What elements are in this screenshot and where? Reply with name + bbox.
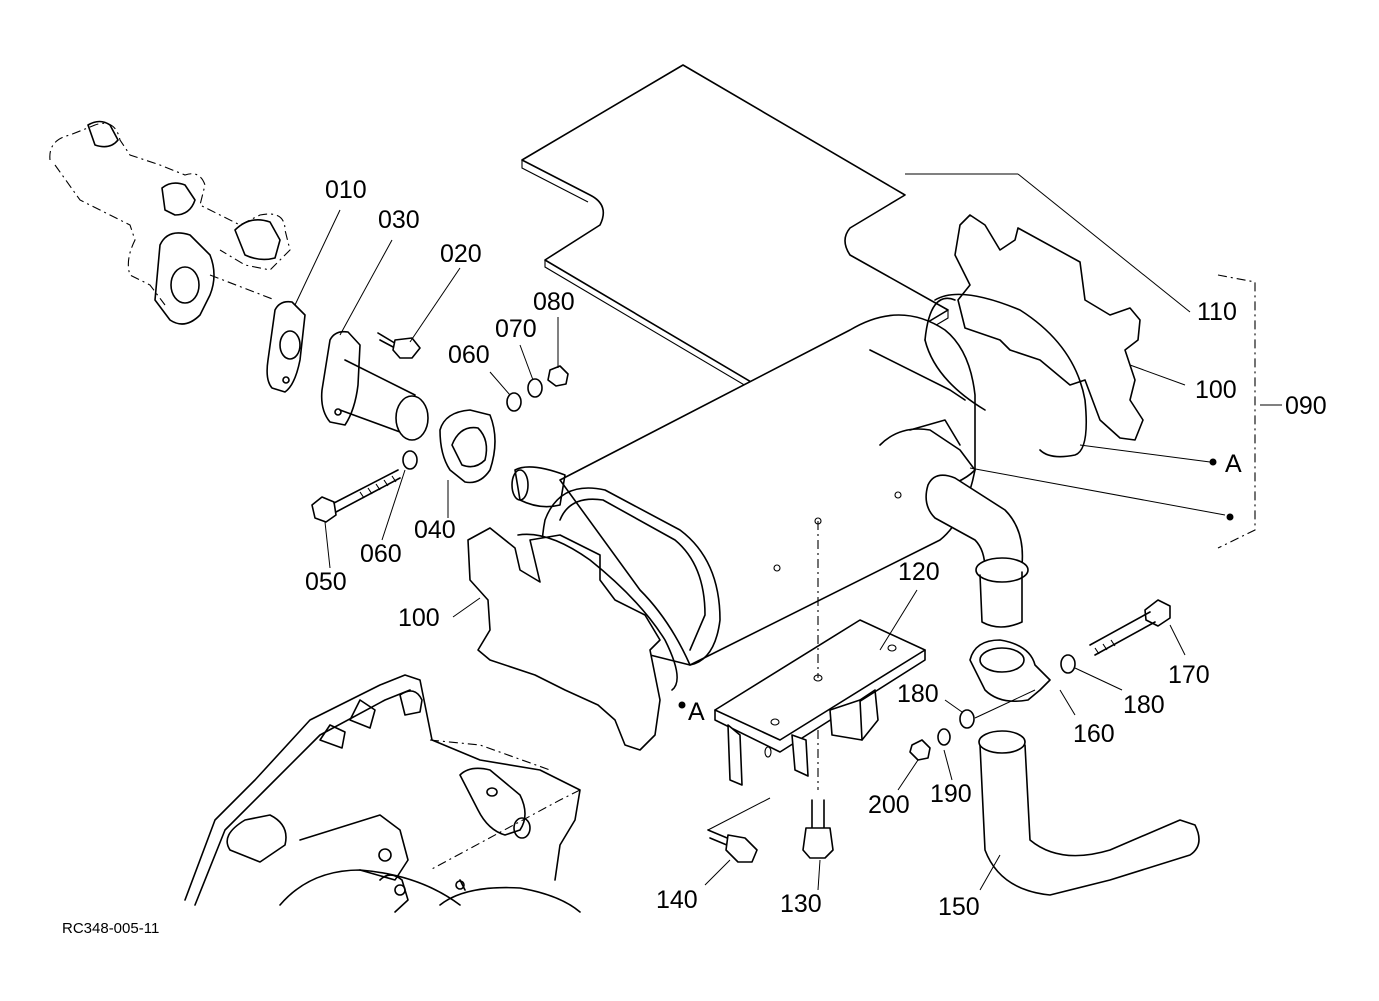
marker-a-left: A (688, 698, 705, 726)
clamp-160 (969, 639, 1051, 703)
bolt-020 (377, 332, 421, 359)
drawing-code: RC348-005-11 (62, 920, 159, 937)
clamp-040 (439, 409, 496, 484)
adapter-pipe-030 (320, 330, 429, 441)
reference-point-outlet (1226, 513, 1234, 521)
bolt-170 (1089, 599, 1171, 656)
callout-010: 010 (325, 176, 367, 204)
reference-point-a-left (678, 701, 686, 709)
transmission-housing (184, 674, 581, 913)
callout-190: 190 (930, 780, 972, 808)
muffler-guard-100-right (924, 214, 1144, 458)
marker-a-right: A (1225, 450, 1242, 478)
callout-110: 110 (1197, 298, 1237, 326)
callout-100-left: 100 (398, 604, 440, 632)
callout-170: 170 (1168, 661, 1210, 689)
bolt-140 (707, 797, 771, 863)
bolt-050 (311, 450, 418, 523)
gasket-010 (266, 300, 306, 393)
callout-130: 130 (780, 890, 822, 918)
callout-100-right: 100 (1195, 376, 1237, 404)
muffler-guard-100-left (467, 527, 686, 751)
callout-150: 150 (938, 893, 980, 921)
callout-070: 070 (495, 315, 537, 343)
group-label-090: 090 (1285, 392, 1327, 420)
callout-160: 160 (1073, 720, 1115, 748)
callout-200: 200 (868, 791, 910, 819)
washers-nut-stack (909, 654, 1076, 761)
callout-080: 080 (533, 288, 575, 316)
leader-lines (294, 173, 1282, 891)
bolt-130 (802, 799, 834, 859)
group-bracket-090 (1217, 274, 1256, 549)
callout-180-right: 180 (1123, 691, 1165, 719)
callout-030: 030 (378, 206, 420, 234)
callout-120: 120 (898, 558, 940, 586)
callout-040: 040 (414, 516, 456, 544)
exhaust-manifold-outline (49, 120, 291, 325)
bracket-120 (714, 521, 926, 790)
callout-180-left: 180 (897, 680, 939, 708)
outlet-pipe (925, 474, 1029, 628)
callout-060-upper: 060 (448, 341, 490, 369)
reference-point-a-right (1209, 458, 1217, 466)
pipe-150 (978, 730, 1200, 896)
callout-050: 050 (305, 568, 347, 596)
callout-020: 020 (440, 240, 482, 268)
callout-060-lower: 060 (360, 540, 402, 568)
nut-washer-stack (506, 365, 569, 412)
callout-140: 140 (656, 886, 698, 914)
